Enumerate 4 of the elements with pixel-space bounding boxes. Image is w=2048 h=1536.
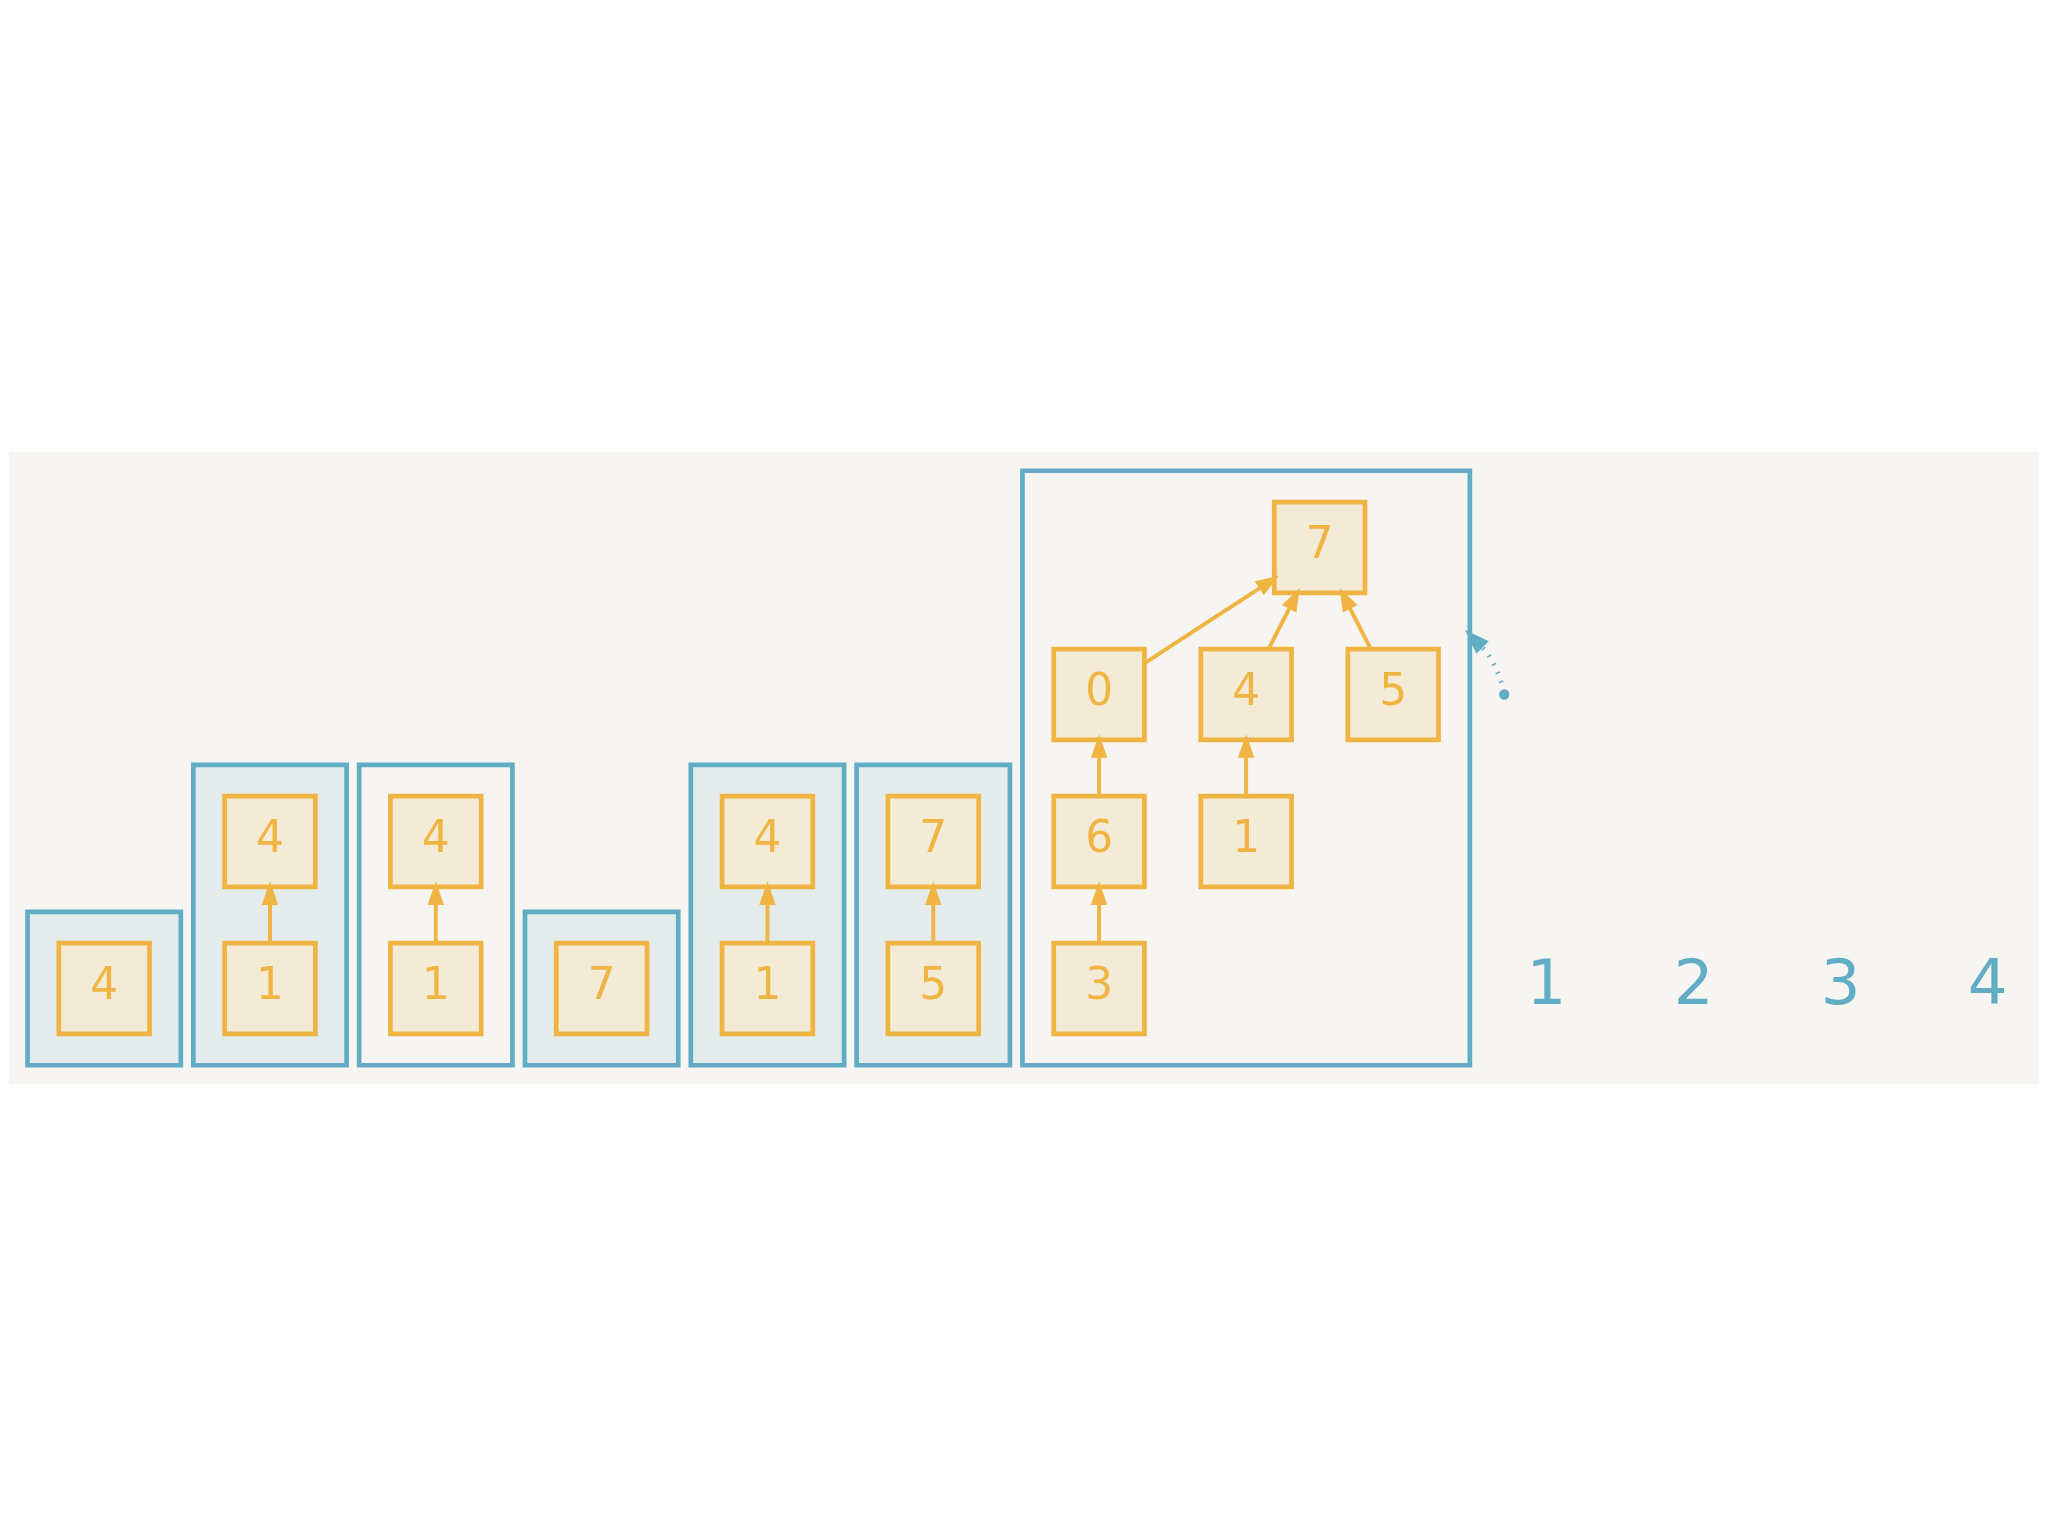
label: 4	[1967, 946, 2008, 1020]
label: 2	[1673, 946, 1714, 1020]
label: 3	[1820, 946, 1861, 1020]
label: 1	[1526, 946, 1567, 1020]
